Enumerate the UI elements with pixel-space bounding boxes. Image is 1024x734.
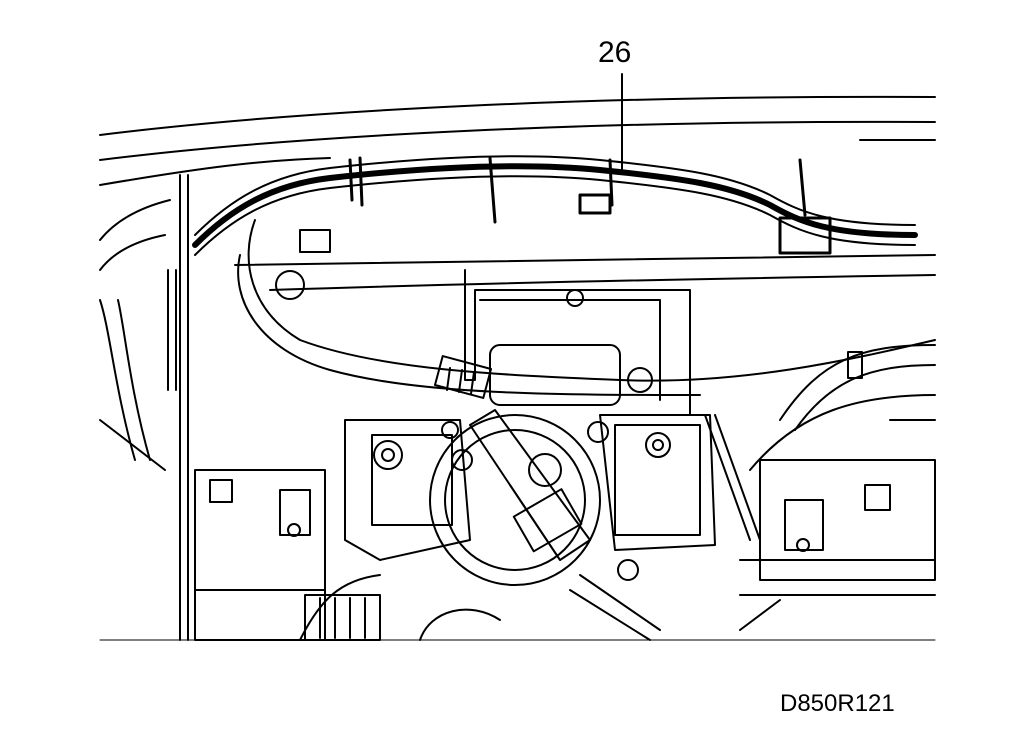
lower-right-panel [740, 460, 935, 630]
right-module [588, 415, 760, 580]
left-duct-wiring [100, 200, 170, 470]
left-module [345, 420, 472, 560]
harness-clips [350, 158, 830, 253]
right-duct [750, 345, 935, 470]
figure-id: D850R121 [780, 690, 895, 717]
dashboard-cross-member [235, 220, 935, 395]
small-connector [435, 356, 491, 398]
lower-wiring [300, 575, 660, 640]
wiring-harness-26 [195, 166, 915, 245]
wiring-harness-outline [195, 156, 915, 255]
callout-label-26: 26 [598, 36, 632, 69]
steering-column [430, 410, 600, 585]
dashboard-top-edge [100, 97, 935, 185]
left-support-post [168, 175, 188, 640]
